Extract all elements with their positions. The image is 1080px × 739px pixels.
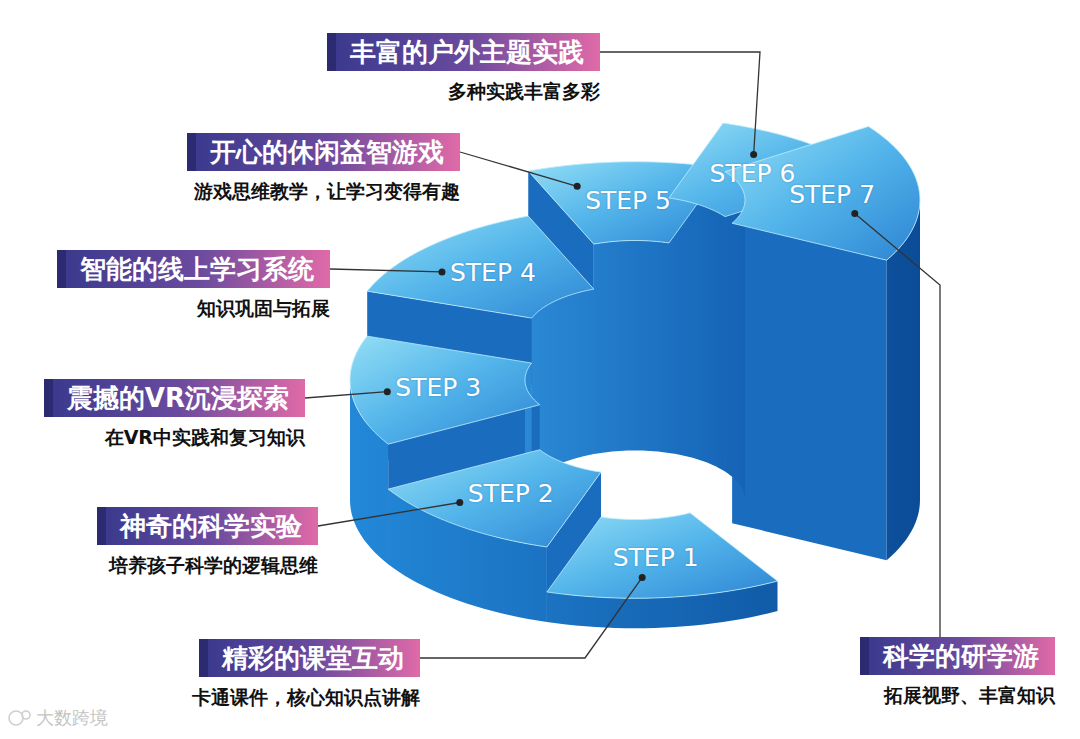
step-label: STEP 2 <box>468 479 554 509</box>
banner-subtitle: 知识巩固与拓展 <box>197 296 330 320</box>
feature-banner: 神奇的科学实验培养孩子科学的逻辑思维 <box>97 507 318 577</box>
step-top-face <box>388 450 601 547</box>
banner-subtitle: 多种实践丰富多彩 <box>448 79 600 103</box>
leader-dot <box>851 210 858 217</box>
feature-banner: 丰富的户外主题实践多种实践丰富多彩 <box>327 33 600 103</box>
ring-wall <box>547 581 778 628</box>
step-segment: STEP 5 <box>577 182 679 220</box>
banner-title: 智能的线上学习系统 <box>57 250 330 288</box>
step-label: STEP 4 <box>450 258 536 288</box>
feature-banner: 科学的研学游拓展视野、丰富知识 <box>860 637 1055 707</box>
leader-line <box>305 392 387 398</box>
banner-title: 神奇的科学实验 <box>97 507 318 545</box>
ring-outer-wall <box>547 581 778 628</box>
leader-dot <box>574 183 581 190</box>
banner-subtitle: 培养孩子科学的逻辑思维 <box>109 553 318 577</box>
step-top-face <box>367 216 594 318</box>
feature-banner: 精彩的课堂互动卡通课件，核心知识点讲解 <box>192 639 420 709</box>
banner-subtitle: 卡通课件，核心知识点讲解 <box>192 685 420 709</box>
leader-dot <box>438 268 445 275</box>
ring-inner-wall <box>725 172 745 500</box>
feature-banner: 智能的线上学习系统知识巩固与拓展 <box>57 250 330 320</box>
step-segment: STEP 1 <box>605 539 707 577</box>
step-top-face <box>528 162 723 244</box>
leader-line <box>330 269 442 272</box>
step-segment: STEP 3 <box>387 369 489 407</box>
leader-dot <box>639 574 646 581</box>
step-top-face <box>350 336 540 444</box>
leader-line-group <box>318 499 463 526</box>
leader-line-group <box>330 268 445 275</box>
banner-subtitle: 拓展视野、丰富知识 <box>884 683 1055 707</box>
step-top-face <box>547 513 778 598</box>
watermark-logo <box>9 711 30 725</box>
step-segment: STEP 4 <box>442 254 544 292</box>
banner-subtitle: 游戏思维教学，让学习变得有趣 <box>194 179 460 203</box>
step-label: STEP 7 <box>789 180 875 210</box>
ring-inner-wall <box>669 198 725 472</box>
banner-title: 震撼的VR沉浸探索 <box>44 379 305 417</box>
leader-line-group <box>600 52 760 158</box>
step-label: STEP 1 <box>613 543 699 573</box>
ring-inner-wall <box>532 289 594 483</box>
banner-subtitle: 在VR中实践和复习知识 <box>105 425 305 449</box>
watermark: 大数跨境 <box>36 707 108 729</box>
banner-title: 丰富的户外主题实践 <box>327 33 600 71</box>
step-segment: STEP 6 <box>702 155 804 193</box>
leader-line <box>855 214 940 637</box>
leader-dot <box>456 499 463 506</box>
leader-dot <box>750 151 757 158</box>
leader-line <box>600 52 760 155</box>
leader-line <box>420 577 642 658</box>
ring-wall <box>725 172 920 561</box>
banner-title: 科学的研学游 <box>860 637 1055 675</box>
step-label: STEP 3 <box>395 373 481 403</box>
leader-dot <box>384 388 391 395</box>
ring-end-face <box>732 223 887 560</box>
ring-inner-wall <box>594 241 669 455</box>
feature-banner: 开心的休闲益智游戏游戏思维教学，让学习变得有趣 <box>187 133 460 203</box>
ring-outer-wall <box>388 489 547 622</box>
banner-title: 开心的休闲益智游戏 <box>187 133 460 171</box>
leader-line <box>460 152 577 186</box>
leader-line-group <box>420 574 646 658</box>
leader-line <box>318 503 460 526</box>
step-label: STEP 6 <box>710 159 796 189</box>
banner-title: 精彩的课堂互动 <box>199 639 420 677</box>
feature-banner: 震撼的VR沉浸探索在VR中实践和复习知识 <box>44 379 305 449</box>
leader-line-group <box>460 152 581 190</box>
step-label: STEP 5 <box>585 186 671 216</box>
leader-line-group <box>851 210 940 637</box>
ring-outer-wall <box>350 380 388 564</box>
step-segment: STEP 2 <box>460 475 562 513</box>
step-segment: STEP 7 <box>781 176 883 214</box>
leader-line-group <box>305 388 391 398</box>
